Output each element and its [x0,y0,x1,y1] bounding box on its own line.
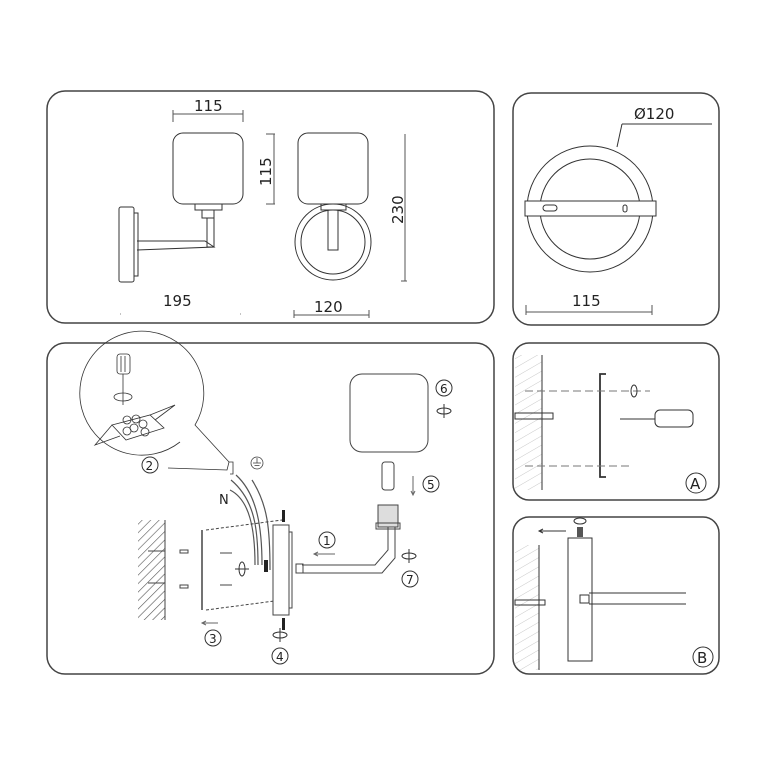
rotate-icon [113,392,133,402]
step-3: 3 [204,629,222,647]
socket-cup [194,203,223,211]
svg-text:4: 4 [276,650,284,664]
dim-bar-width [525,305,653,315]
detail-b-panel: B [512,516,720,675]
terminal-block-detail [79,330,234,475]
dim-base-width-label: 120 [314,298,343,316]
earth-ground-icon [250,456,264,470]
step-4: 4 [271,647,289,665]
dim-base-width [293,310,370,318]
shade-front [297,132,369,205]
wires [229,474,271,571]
svg-text:2: 2 [146,459,154,473]
mounting-bar [524,200,657,217]
dim-shade-height-label: 115 [257,157,275,186]
dim-shade-width [172,110,244,122]
rotate-icon [235,404,452,642]
shade-side [172,132,244,205]
svg-text:6: 6 [440,382,448,396]
neutral-wire-label: N [219,493,229,508]
step-7: 7 [401,570,419,588]
step-1: 1 [318,531,336,549]
svg-text:1: 1 [323,534,331,548]
leader-line [616,123,623,148]
svg-text:7: 7 [406,573,414,587]
dim-shade-height [266,133,275,205]
dim-projection-label: 195 [163,292,192,310]
dim-shade-width-label: 115 [194,97,223,115]
slot-hole [542,204,558,212]
front-view-drawing [294,132,372,281]
dim-total-height-label: 230 [389,195,407,224]
diameter-label: Ø120 [634,105,674,123]
glass-shade [349,373,429,453]
side-view-drawing [118,132,244,283]
round-hole [622,204,628,213]
dim-total-height [401,134,407,282]
step-6: 6 [435,379,453,397]
detail-b-label: B [697,649,707,667]
svg-text:3: 3 [209,632,217,646]
wall-plate-side [118,206,135,283]
detail-a-label: A [690,475,701,493]
dimensions-panel: 115 115 230 195 120 [46,90,495,324]
step-2: 2 [141,456,159,474]
svg-text:5: 5 [427,478,435,492]
bar-width-label: 115 [572,292,601,310]
step-5: 5 [422,475,440,493]
backplate-panel: Ø120 115 [512,92,720,326]
assembly-panel: 2 N [46,330,495,675]
detail-a-panel: A [512,342,720,501]
wall [138,520,165,620]
